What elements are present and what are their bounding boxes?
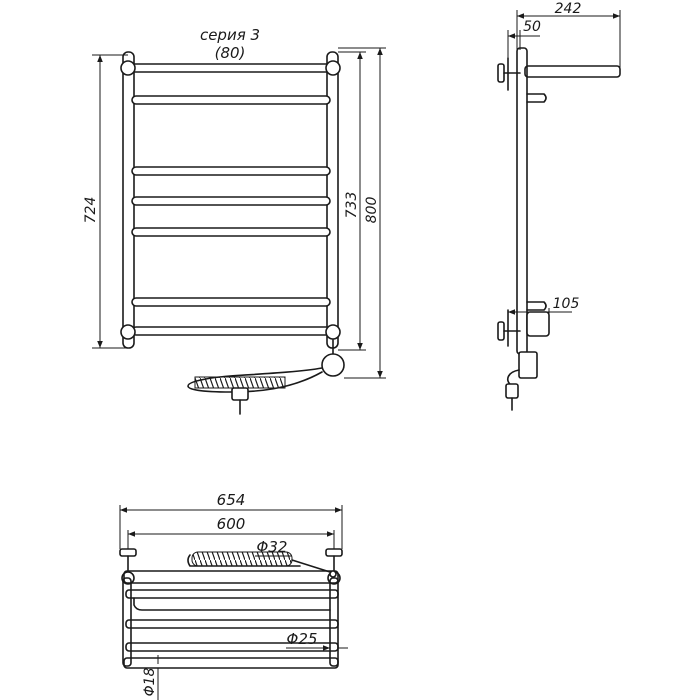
dim-phi18: Φ18 xyxy=(142,655,159,700)
svg-text:733: 733 xyxy=(344,192,360,219)
svg-text:105: 105 xyxy=(553,296,580,312)
wall-brackets xyxy=(120,60,341,340)
svg-text:Φ18: Φ18 xyxy=(142,667,158,696)
dim-phi32: Φ32 xyxy=(255,538,292,557)
dim-105: 105 xyxy=(508,296,579,318)
svg-text:50: 50 xyxy=(523,19,541,35)
dim-600: 600 xyxy=(127,515,335,549)
top-rail xyxy=(127,63,333,73)
dim-phi25: Φ25 xyxy=(286,630,348,651)
side-hook xyxy=(526,93,547,103)
svg-text:Φ32: Φ32 xyxy=(257,538,288,556)
top-view-top-rail xyxy=(123,570,339,584)
side-post xyxy=(516,47,528,355)
heater-element xyxy=(187,339,345,415)
dim-800: 800 xyxy=(338,47,386,379)
top-view-shelf-curve xyxy=(133,597,331,611)
dim-724: 724 xyxy=(83,54,128,349)
dim-242: 242 xyxy=(516,1,621,68)
svg-text:Φ25: Φ25 xyxy=(287,630,318,648)
top-view-bottom-rail xyxy=(123,657,339,669)
svg-text:724: 724 xyxy=(83,197,99,224)
series-sub-label: (80) xyxy=(215,44,246,62)
front-view: серия 3 (80) 724 733 800 xyxy=(83,26,386,415)
side-top-bracket xyxy=(497,63,505,83)
side-plug xyxy=(505,383,519,399)
svg-text:600: 600 xyxy=(217,515,246,533)
series-label: серия 3 xyxy=(200,26,260,44)
dim-733: 733 xyxy=(338,51,366,351)
top-view: 654 600 Φ32 Φ25 Φ18 xyxy=(119,491,348,700)
side-top-shelf xyxy=(524,65,621,78)
svg-text:654: 654 xyxy=(217,491,246,509)
rungs xyxy=(131,95,331,336)
side-bottom-bracket xyxy=(497,321,505,341)
side-view: 242 50 105 xyxy=(497,1,621,411)
side-heater-housing xyxy=(526,311,550,337)
svg-text:800: 800 xyxy=(364,197,380,224)
side-heater-body xyxy=(518,351,538,379)
svg-text:242: 242 xyxy=(555,1,582,17)
dim-654: 654 xyxy=(119,491,343,549)
dim-50: 50 xyxy=(507,19,541,58)
